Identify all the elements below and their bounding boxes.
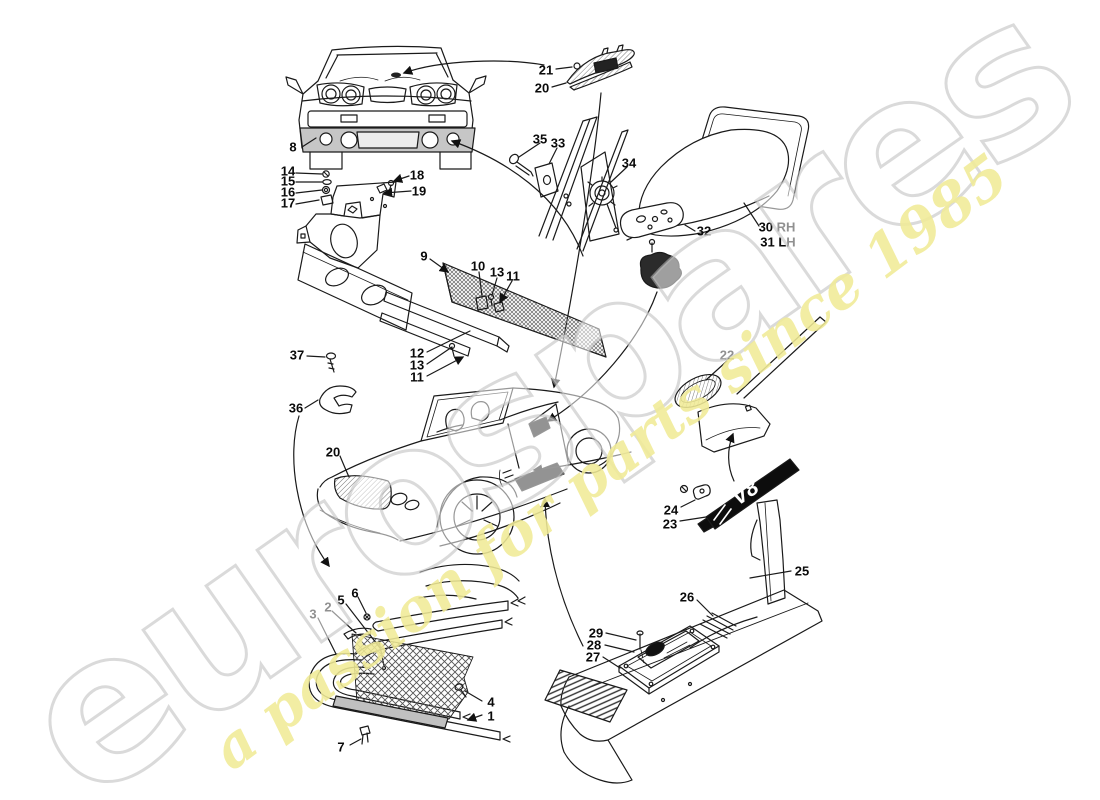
lower-grille-frame-assembly — [308, 563, 526, 746]
mirror-base-plate — [619, 202, 684, 239]
sill-tread-plate-assembly — [544, 499, 823, 784]
leader-mesh-to-bumper — [450, 139, 584, 257]
v8-badge-assembly — [679, 458, 800, 533]
leader-8 — [301, 137, 317, 148]
leader-sill-assembly-to-car — [540, 497, 584, 647]
front-view-car — [285, 45, 487, 170]
leader-to-sill-strip — [532, 451, 632, 474]
door-mirror-assembly — [508, 106, 810, 289]
leader-9 — [429, 258, 450, 273]
leader-badge-to-bonnet — [402, 60, 545, 75]
quarter-vent-and-pillar — [674, 316, 827, 482]
badge-screw-21 — [573, 62, 581, 70]
clip-36-37 — [293, 352, 357, 568]
side-view-car — [316, 291, 658, 647]
grille-mesh-and-strips — [379, 139, 607, 377]
bracket-fasteners — [295, 170, 412, 206]
leader-20-to-grille — [339, 455, 350, 478]
mirror-boot — [639, 251, 682, 289]
leader-36-to-car — [293, 415, 330, 568]
mirror-sail-patch — [528, 416, 551, 438]
leader-mirror-to-sail — [546, 291, 658, 422]
bonnet-badge-location — [391, 72, 401, 78]
mounting-bracket-panel — [296, 181, 413, 331]
tread-plate-logo — [645, 641, 665, 657]
